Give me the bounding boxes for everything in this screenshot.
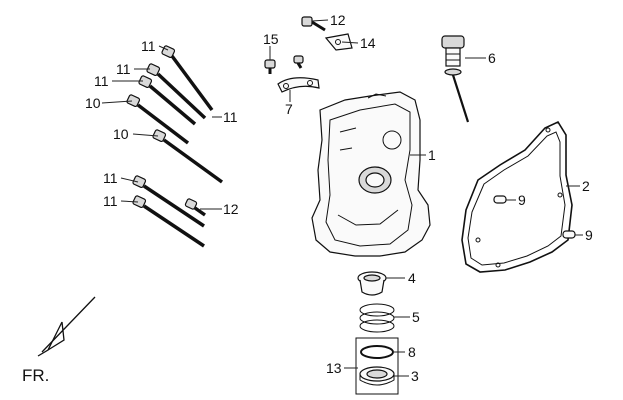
dowel-pin-9-a	[493, 195, 507, 204]
dowel-pin-9-b	[562, 230, 576, 239]
small-bolt-12-b	[301, 16, 326, 32]
bracket-14	[324, 33, 353, 51]
callout-labels: 11 11 11 10 11 10 11 11 12 15 12 14 7 6 …	[85, 12, 593, 384]
callout-9: 9	[518, 192, 526, 208]
direction-arrow-icon	[37, 296, 96, 357]
small-bolt-15	[264, 59, 276, 74]
callout-5: 5	[412, 309, 420, 325]
callout-1: 1	[428, 147, 436, 163]
callout-10: 10	[113, 126, 129, 142]
direction-label: FR.	[22, 366, 49, 385]
bolt-11-c	[138, 75, 197, 126]
assembly-box-13	[355, 337, 399, 395]
clip-plate-7	[277, 77, 320, 93]
crankcase-cover-1	[311, 91, 431, 257]
bolt-10-a	[126, 94, 190, 145]
callout-11: 11	[116, 61, 131, 77]
bolt-11-b	[146, 63, 207, 120]
callout-3: 3	[411, 368, 419, 384]
callout-12: 12	[223, 201, 239, 217]
bolt-11-e	[132, 175, 205, 228]
callout-10: 10	[85, 95, 101, 111]
bolt-10-b	[152, 129, 224, 184]
callout-12: 12	[330, 12, 346, 28]
callout-11: 11	[103, 170, 118, 186]
leader-lines	[101, 19, 583, 377]
oring-8	[360, 345, 394, 359]
bolt-group-upper	[126, 45, 224, 184]
callout-8: 8	[408, 344, 416, 360]
callout-11: 11	[141, 38, 156, 54]
callout-2: 2	[582, 178, 590, 194]
bolt-11-f	[132, 195, 205, 248]
small-bolt-15-b	[293, 55, 304, 69]
cover-gasket-2	[461, 120, 573, 273]
callout-15: 15	[263, 31, 279, 47]
spring-5	[359, 303, 395, 333]
callout-7: 7	[285, 101, 293, 117]
bolt-group-lower	[132, 175, 207, 248]
callout-6: 6	[488, 50, 496, 66]
callout-11: 11	[94, 73, 109, 89]
callout-4: 4	[408, 270, 416, 286]
callout-14: 14	[360, 35, 376, 51]
bolt-12-a	[184, 198, 207, 217]
seal-3	[359, 366, 395, 386]
callout-9: 9	[585, 227, 593, 243]
filter-cap-4	[357, 271, 387, 296]
oil-dipstick-6	[441, 35, 470, 123]
callout-11: 11	[223, 109, 238, 125]
callout-11: 11	[103, 193, 118, 209]
callout-13: 13	[326, 360, 342, 376]
